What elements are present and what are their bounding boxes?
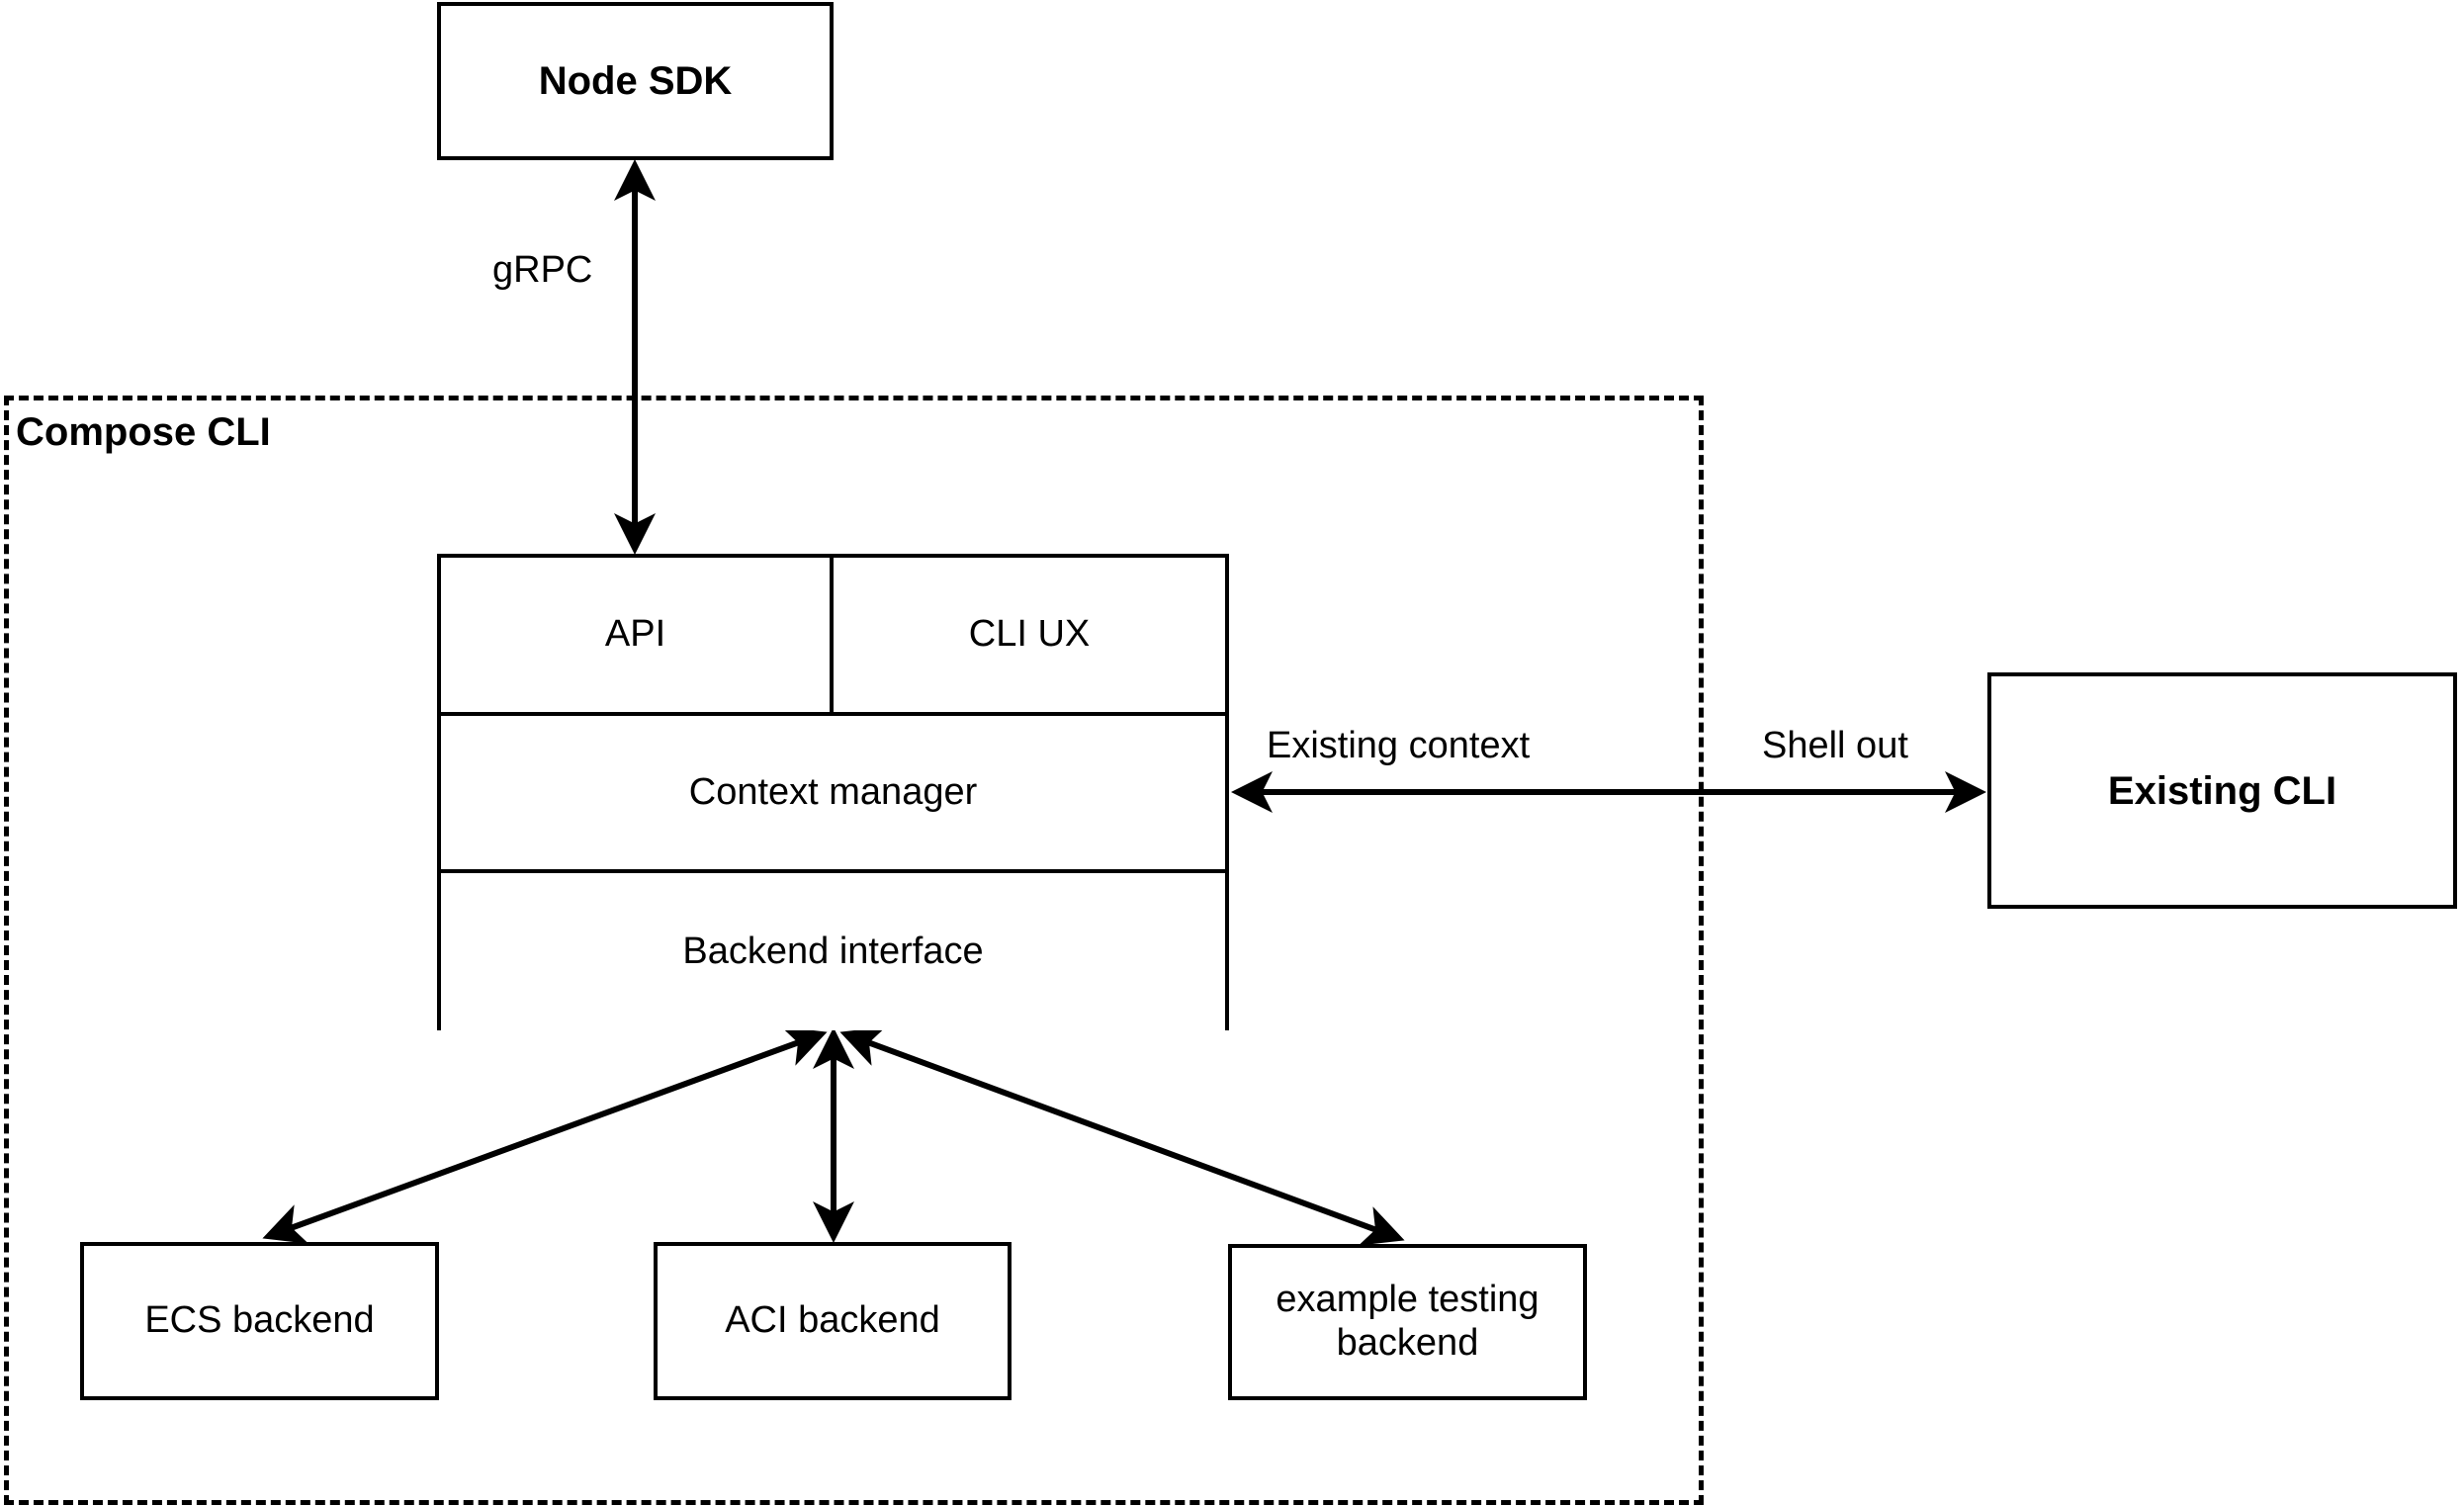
core-stack-row-context: Context manager — [441, 716, 1225, 873]
edge-label-shell-out: Shell out — [1762, 725, 1908, 766]
aci-backend-box[interactable]: ACI backend — [654, 1242, 1012, 1400]
edge-backend-testing — [839, 1026, 1405, 1246]
aci-backend-label: ACI backend — [725, 1299, 940, 1342]
cli-ux-cell[interactable]: CLI UX — [834, 558, 1225, 712]
context-manager-label: Context manager — [688, 770, 978, 813]
core-stack-row-top: API CLI UX — [441, 558, 1225, 716]
compose-cli-group-boundary — [4, 396, 1704, 1505]
backend-interface-label: Backend interface — [682, 930, 984, 972]
context-manager-cell[interactable]: Context manager — [441, 716, 1225, 869]
edge-label-grpc: gRPC — [492, 249, 593, 291]
compose-cli-core-stack: API CLI UX Context manager Backend inter… — [437, 554, 1229, 1030]
cli-ux-label: CLI UX — [968, 613, 1091, 656]
node-sdk-label: Node SDK — [538, 59, 733, 103]
existing-cli-box[interactable]: Existing CLI — [1987, 672, 2457, 909]
api-cell[interactable]: API — [441, 558, 834, 712]
example-testing-backend-box[interactable]: example testing backend — [1228, 1244, 1587, 1400]
core-stack-row-backend: Backend interface — [441, 873, 1225, 1030]
backend-interface-cell[interactable]: Backend interface — [441, 873, 1225, 1030]
existing-cli-label: Existing CLI — [2107, 768, 2337, 813]
edge-label-existing-context: Existing context — [1267, 725, 1531, 766]
compose-cli-group-label: Compose CLI — [16, 410, 271, 454]
node-sdk-box[interactable]: Node SDK — [437, 2, 834, 160]
ecs-backend-label: ECS backend — [144, 1299, 375, 1342]
edge-backend-ecs — [262, 1026, 828, 1244]
ecs-backend-box[interactable]: ECS backend — [80, 1242, 439, 1400]
api-label: API — [604, 613, 666, 656]
example-testing-backend-label: example testing backend — [1276, 1279, 1540, 1364]
